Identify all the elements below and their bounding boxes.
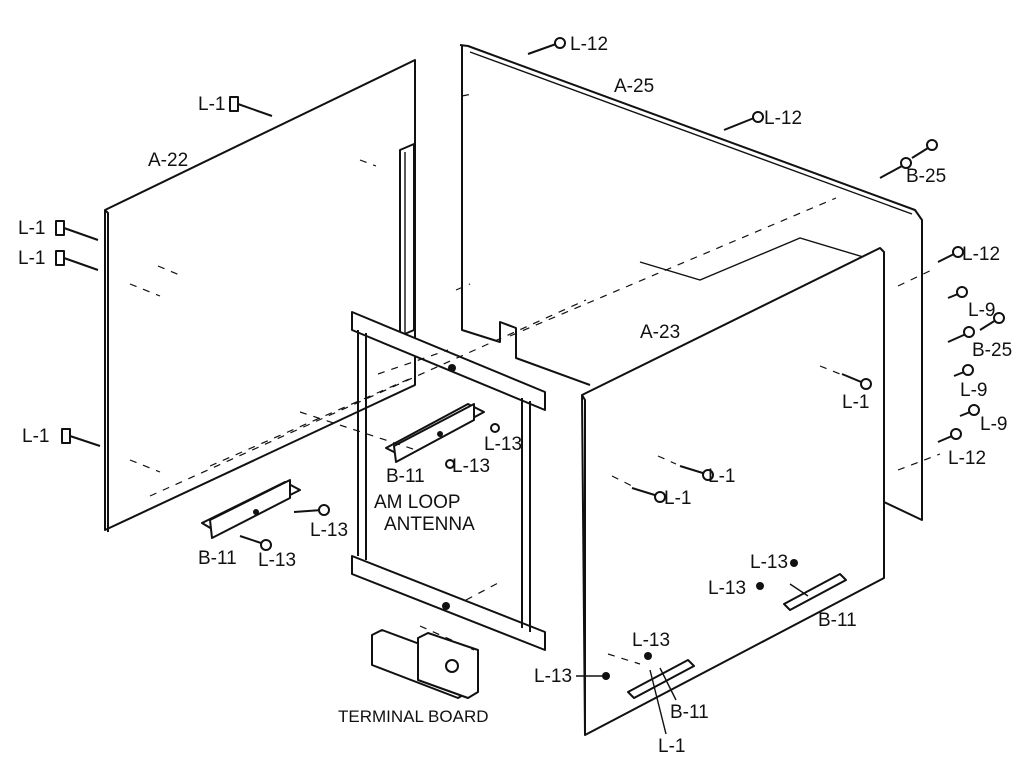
- am-loop-antenna-frame: [351, 311, 546, 651]
- label-l1-a: L-1: [18, 218, 45, 239]
- label-b11-center: B-11: [386, 466, 425, 487]
- label-l13-right-b: L-13: [708, 578, 746, 599]
- label-a23: A-23: [640, 322, 680, 343]
- label-a25: A-25: [614, 76, 654, 97]
- label-b11-left: B-11: [198, 548, 237, 569]
- bracket-b11-right-upper: [783, 573, 847, 611]
- label-l1-a23-mid: L-1: [708, 466, 735, 487]
- label-b11-right-lower: B-11: [670, 702, 709, 723]
- terminal-board: [371, 629, 479, 699]
- panel-a25: [459, 44, 923, 521]
- bracket-b11-left: [201, 479, 301, 539]
- label-b11-right-upper: B-11: [818, 610, 857, 631]
- label-l9-b: L-9: [960, 380, 987, 401]
- label-l12-bottom: L-12: [948, 448, 986, 469]
- label-l9-a: L-9: [968, 300, 995, 321]
- label-l12-top: L-12: [570, 34, 608, 55]
- label-b25-right: B-25: [972, 340, 1012, 361]
- label-l9-c: L-9: [980, 414, 1007, 435]
- assembly-guide-lines: [129, 93, 941, 665]
- screws: [55, 37, 1005, 680]
- label-a22: A-22: [148, 150, 188, 171]
- label-l13-right-c: L-13: [632, 630, 670, 651]
- leader-lines: [576, 583, 809, 735]
- label-l13-left-b: L-13: [258, 550, 296, 571]
- label-l12-mid: L-12: [764, 108, 802, 129]
- bracket-b11-center: [385, 403, 485, 463]
- label-b25-top: B-25: [906, 166, 946, 187]
- bracket-b11-right-lower: [627, 659, 695, 699]
- label-l1-b: L-1: [18, 248, 45, 269]
- label-l1-a23-low: L-1: [664, 488, 691, 509]
- label-antenna: ANTENNA: [384, 514, 475, 535]
- panel-a22: [104, 59, 416, 532]
- label-am-loop: AM LOOP: [374, 492, 461, 513]
- panel-a23: [581, 247, 885, 736]
- label-l13-frame-b: L-13: [452, 456, 490, 477]
- label-l1-a23-bottom: L-1: [658, 736, 685, 757]
- label-l13-right-d: L-13: [534, 666, 572, 687]
- label-l13-frame-a: L-13: [484, 434, 522, 455]
- antenna-rod: [399, 143, 415, 337]
- label-l12-right: L-12: [962, 244, 1000, 265]
- label-l1-top: L-1: [198, 94, 225, 115]
- labels: A-22 A-25 A-23 L-1 L-1 L-1 L-1 L-12 L-12…: [18, 34, 1012, 757]
- label-l1-c: L-1: [22, 426, 49, 447]
- label-l13-left-a: L-13: [310, 520, 348, 541]
- label-terminal-board: TERMINAL BOARD: [338, 707, 489, 726]
- label-l1-a23-right: L-1: [842, 392, 869, 413]
- label-l13-right-a: L-13: [750, 552, 788, 573]
